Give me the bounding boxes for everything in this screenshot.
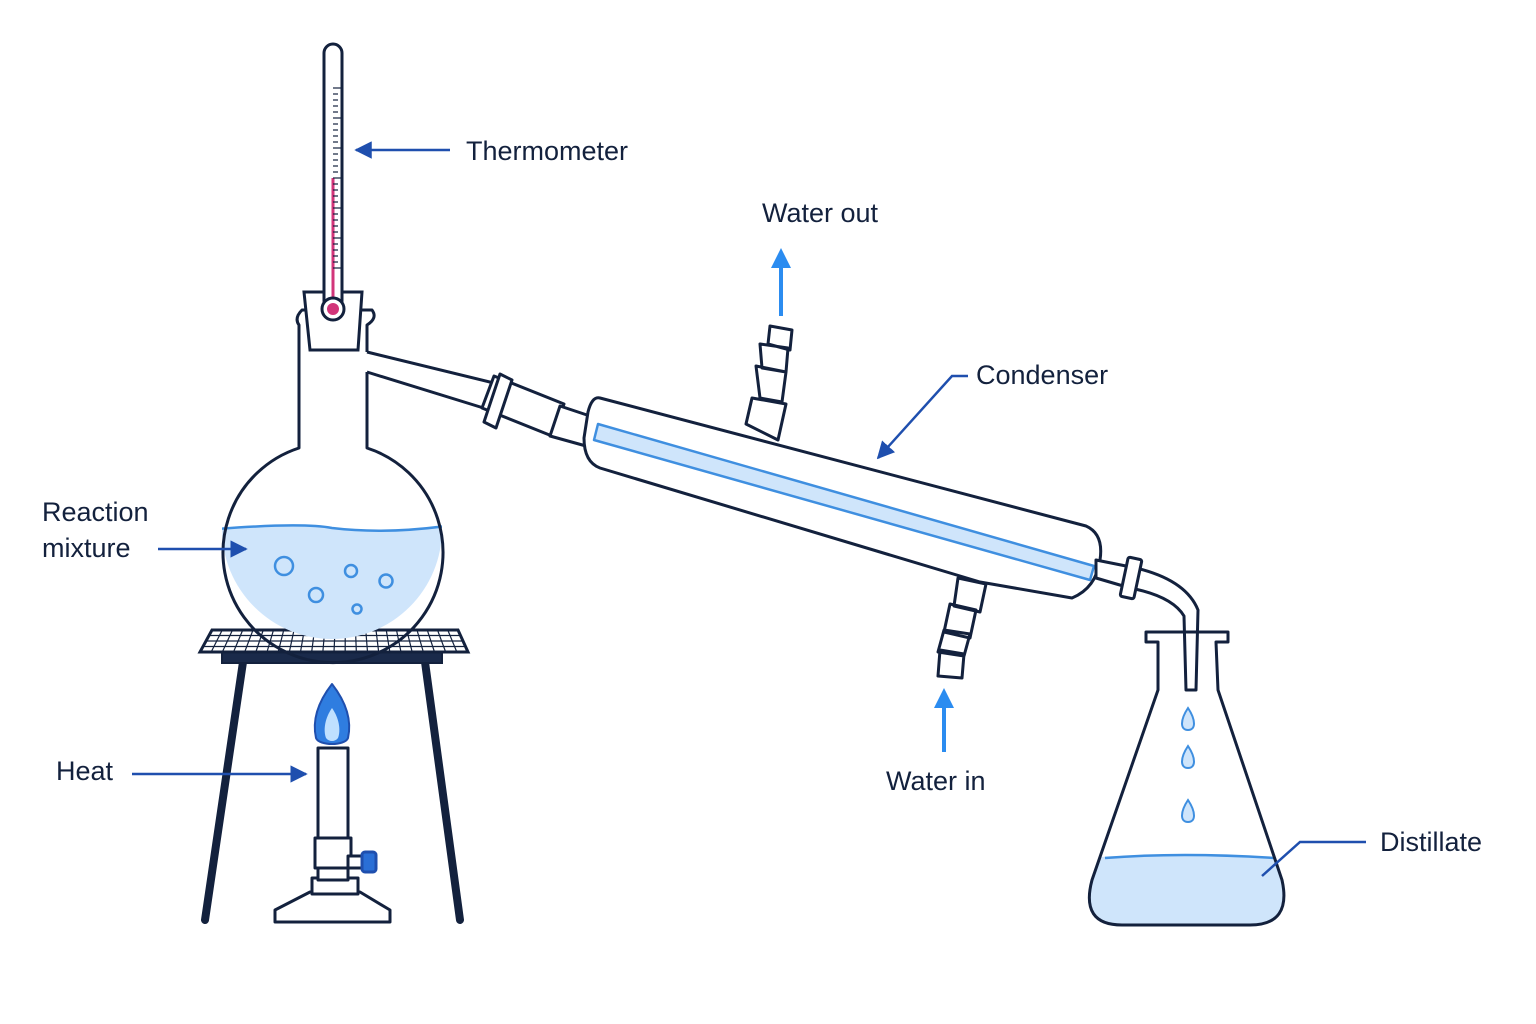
- condenser: [582, 324, 1200, 692]
- outlet-adapter: [1094, 558, 1200, 692]
- round-bottom-flask: [221, 290, 499, 665]
- inner-tube: [592, 422, 1096, 582]
- adapter-joint: [480, 372, 598, 448]
- distillate-label: Distillate: [1380, 827, 1482, 857]
- burner-ring: [313, 836, 353, 870]
- condenser-pointer: [876, 374, 968, 460]
- reaction-mixture-label-line1: Reaction: [42, 497, 149, 527]
- burner-base: [273, 890, 392, 924]
- droplets: [1181, 706, 1195, 824]
- flask-outline: [1087, 630, 1286, 927]
- flask-outline: [221, 308, 445, 665]
- water-out-port: [744, 324, 794, 442]
- bunsen-burner: [273, 683, 392, 924]
- side-arm: [366, 350, 499, 412]
- reaction-mixture-label-line2: mixture: [42, 533, 131, 563]
- labels: Thermometer Water out Condenser Reaction…: [42, 136, 1482, 857]
- gas-valve: [360, 850, 378, 874]
- tripod-leg-left: [201, 658, 247, 924]
- pointers: [132, 141, 1366, 877]
- tripod-leg-right: [421, 658, 464, 924]
- water-in-port: [936, 576, 988, 680]
- thermometer-label: Thermometer: [466, 136, 628, 166]
- water-out-label: Water out: [762, 198, 879, 228]
- water-arrows: [771, 248, 954, 752]
- distillate-liquid: [1089, 855, 1284, 925]
- thermometer: [320, 42, 346, 322]
- wire-gauze: [197, 628, 471, 654]
- water-in-label: Water in: [886, 766, 986, 796]
- heat-label: Heat: [56, 756, 114, 786]
- distillate-pointer: [1261, 840, 1366, 877]
- flame-icon: [313, 683, 351, 745]
- condenser-label: Condenser: [976, 360, 1108, 390]
- erlenmeyer-flask: [1087, 630, 1286, 927]
- bubbles: [273, 555, 394, 615]
